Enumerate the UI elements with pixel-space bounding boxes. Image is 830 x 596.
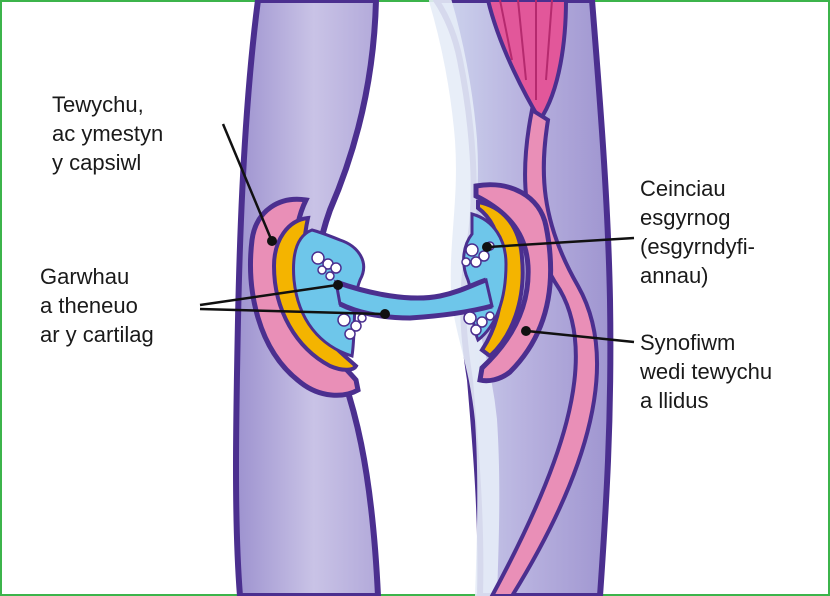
label-capsule-line1: Tewychu, [52,90,163,119]
label-spurs: Ceinciau esgyrnog (esgyrndyfi- annau) [640,174,755,290]
label-spurs-line1: Ceinciau [640,174,755,203]
label-spurs-line4: annau) [640,261,755,290]
label-synovium: Synofiwm wedi tewychu a llidus [640,328,772,415]
label-synovium-line1: Synofiwm [640,328,772,357]
leader-dot-capsule [267,236,277,246]
leader-dot-spurs [482,242,492,252]
label-synovium-line2: wedi tewychu [640,357,772,386]
label-cartilage-line3: ar y cartilag [40,320,154,349]
leader-dot-cartilage-a [333,280,343,290]
label-capsule-line2: ac ymestyn [52,119,163,148]
leader-dot-synovium [521,326,531,336]
label-cartilage-line1: Garwhau [40,262,154,291]
label-spurs-line3: (esgyrndyfi- [640,232,755,261]
label-capsule: Tewychu, ac ymestyn y capsiwl [52,90,163,177]
label-capsule-line3: y capsiwl [52,148,163,177]
label-spurs-line2: esgyrnog [640,203,755,232]
leader-dot-cartilage-b [380,309,390,319]
label-synovium-line3: a llidus [640,386,772,415]
label-cartilage: Garwhau a theneuo ar y cartilag [40,262,154,349]
label-cartilage-line2: a theneuo [40,291,154,320]
